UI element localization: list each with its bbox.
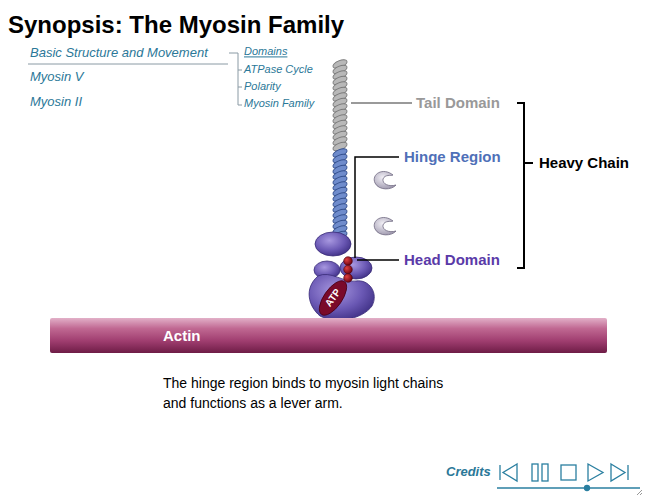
pause-icon	[532, 464, 538, 481]
tail-coil	[332, 58, 348, 152]
molecule-label: ATP	[323, 287, 344, 310]
node-label: Actin	[163, 327, 201, 345]
bead-chain	[344, 257, 353, 283]
part-name: Heavy Chain	[539, 154, 629, 172]
resize-grip	[637, 490, 642, 495]
submenu-link: Polarity	[244, 80, 281, 93]
progress-track	[497, 487, 640, 488]
part-name: Tail Domain	[416, 94, 500, 112]
page-title: Synopsis: The Myosin Family	[8, 11, 344, 40]
submenu-link: Domains	[244, 45, 287, 58]
head-leader-line	[357, 259, 399, 261]
part-name: Head Domain	[404, 251, 500, 269]
actin-filament: Actin	[50, 318, 607, 353]
submenu-tick	[238, 105, 242, 106]
heavy-chain-bracket	[517, 103, 533, 268]
submenu-link: ATPase Cycle	[244, 63, 313, 76]
submenu-tick	[238, 70, 242, 71]
forward-icon	[611, 464, 625, 481]
head-domain-shape	[309, 232, 374, 320]
menu-connector	[229, 53, 238, 54]
part-name: Hinge Region	[404, 148, 501, 166]
player-controls	[497, 464, 640, 491]
submenu-link: Myosin Family	[244, 97, 314, 110]
credits-link: Credits	[446, 464, 491, 480]
stop-icon	[561, 465, 576, 480]
hinge-coil	[332, 147, 348, 241]
caption: The hinge region binds to myosin light c…	[163, 373, 458, 413]
menu-link: Myosin V	[30, 69, 83, 85]
submenu-bracket	[238, 53, 239, 105]
menu-underline	[28, 64, 228, 65]
forward-icon	[627, 465, 628, 480]
tail-leader-line	[351, 102, 412, 104]
menu-link: Myosin II	[30, 94, 82, 110]
rewind-icon	[499, 465, 500, 480]
pause-icon	[542, 464, 548, 481]
play-icon	[588, 464, 603, 481]
submenu-tick	[238, 87, 242, 88]
menu-link: Basic Structure and Movement	[30, 45, 208, 61]
rewind-icon	[503, 464, 517, 481]
hinge-bracket	[355, 157, 399, 258]
progress-dot	[585, 486, 590, 491]
light-chain	[374, 171, 396, 234]
